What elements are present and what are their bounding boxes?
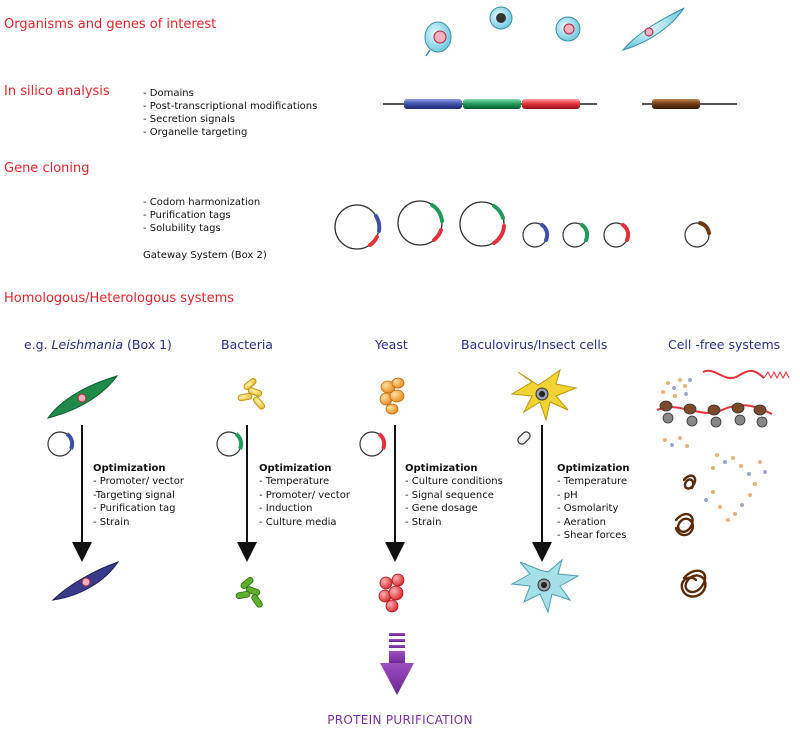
system-title-suffix: (Box 1)	[123, 337, 172, 352]
optimization-title: Optimization	[405, 463, 478, 474]
optimization-item: - Strain	[93, 516, 130, 528]
section-heading-gene-cloning: Gene cloning	[4, 161, 90, 176]
plasmid-small-brown	[684, 221, 711, 248]
optimization-item: -Targeting signal	[93, 489, 175, 501]
optimization-item: - Shear forces	[557, 530, 627, 542]
yeast-orange-icon	[379, 377, 405, 415]
system-title-cell-free: Cell -free systems	[668, 337, 781, 352]
plasmid-icons	[334, 200, 711, 250]
insect-cell-yellow-icon	[510, 368, 578, 422]
optimization-item: - Promoter/ vector	[259, 489, 350, 501]
plasmid-large-blue	[334, 204, 382, 250]
optimization-yeast: Optimization - Culture conditions - Sign…	[405, 462, 503, 529]
optimization-title: Optimization	[259, 463, 332, 474]
leishmania-purple-icon	[51, 561, 120, 601]
optimization-item: - Temperature	[259, 476, 330, 488]
plasmid-small-red	[603, 222, 631, 248]
system-title-prefix: e.g.	[24, 337, 52, 352]
bacteria-plasmid-icon	[216, 431, 244, 457]
in-silico-item: - Post-transcriptional modifications	[143, 101, 318, 112]
optimization-item: - Promoter/ vector	[93, 476, 184, 488]
optimization-item: - Osmolarity	[557, 503, 619, 515]
in-silico-item: - Secretion signals	[143, 114, 235, 125]
insect-cell-column-graphics	[510, 368, 580, 614]
in-silico-item: - Domains	[143, 88, 194, 99]
optimization-item: - Strain	[405, 516, 442, 528]
system-title-bacteria: Bacteria	[221, 337, 273, 352]
optimization-item: - Culture conditions	[405, 476, 503, 488]
system-title-italic: Leishmania	[51, 337, 124, 352]
leishmania-green-icon	[46, 375, 119, 419]
parasite-round-icon	[424, 21, 452, 57]
cell-nucleus-icon	[489, 6, 513, 30]
optimization-item: - Culture media	[259, 516, 337, 528]
optimization-item: - Purification tag	[93, 503, 176, 515]
domain-brown-bar	[652, 99, 700, 109]
domain-red-bar	[522, 99, 580, 109]
optimization-item: - Aeration	[557, 516, 606, 528]
optimization-item: - Signal sequence	[405, 489, 494, 501]
optimization-item: - Induction	[259, 503, 313, 515]
section-heading-systems: Homologous/Heterologous systems	[4, 291, 235, 306]
optimization-title: Optimization	[557, 463, 630, 474]
cloning-item: - Codom harmonization	[143, 197, 261, 208]
optimization-item: - pH	[557, 489, 578, 501]
plasmid-large-green	[397, 200, 444, 246]
organism-icons	[424, 6, 685, 57]
optimization-insect-cells: Optimization - Temperature - pH - Osmola…	[557, 462, 629, 542]
folded-protein-icons	[674, 474, 707, 598]
protein-purification-label: PROTEIN PURIFICATION	[327, 713, 473, 727]
system-title-yeast: Yeast	[375, 337, 408, 352]
domain-blue-bar	[404, 99, 462, 109]
insect-cell-cyan-icon	[510, 558, 580, 614]
yeast-red-icon	[378, 573, 405, 613]
yeast-plasmid-icon	[359, 431, 387, 457]
yeast-column-graphics	[359, 377, 405, 613]
ribosome-cluster-icon	[656, 400, 773, 428]
domain-green-bar	[463, 99, 521, 109]
plasmid-large-red	[459, 201, 506, 247]
gene-construct-bars	[383, 99, 737, 109]
cloning-list: - Codom harmonization - Purification tag…	[143, 196, 260, 235]
system-title-leishmania: e.g. Leishmania (Box 1)	[24, 337, 172, 352]
leishmania-column-graphics	[46, 375, 120, 601]
optimization-item: - Gene dosage	[405, 503, 478, 515]
amino-acid-dots-icon	[661, 378, 767, 522]
cloning-item: - Purification tags	[143, 210, 231, 221]
baculovirus-icon	[517, 431, 531, 445]
optimization-leishmania: Optimization - Promoter/ vector -Targeti…	[93, 462, 184, 529]
cell-free-column-graphics	[656, 369, 790, 598]
mrna-strand-icon	[702, 369, 765, 379]
optimization-bacteria: Optimization - Temperature - Promoter/ v…	[259, 462, 350, 529]
mammalian-cell-icon	[555, 16, 581, 42]
optimization-item: - Temperature	[557, 476, 628, 488]
section-heading-in-silico: In silico analysis	[4, 84, 110, 99]
bacteria-yellow-icon	[237, 378, 265, 410]
cloning-item: - Solubility tags	[143, 223, 221, 234]
system-title-insect-cells: Baculovirus/Insect cells	[461, 337, 608, 352]
leishmania-promastigote-icon	[621, 7, 685, 51]
gateway-note: Gateway System (Box 2)	[143, 250, 267, 261]
optimization-title: Optimization	[93, 463, 166, 474]
purification-arrow-icon	[380, 633, 414, 695]
bacteria-column-graphics	[216, 378, 265, 608]
bacteria-green-icon	[235, 577, 263, 608]
in-silico-list: - Domains - Post-transcriptional modific…	[143, 87, 317, 139]
section-heading-organisms: Organisms and genes of interest	[4, 17, 217, 32]
in-silico-item: - Organelle targeting	[143, 127, 248, 138]
plasmid-small-green	[562, 222, 590, 248]
leishmania-plasmid-icon	[47, 431, 75, 457]
plasmid-small-blue	[522, 222, 550, 248]
